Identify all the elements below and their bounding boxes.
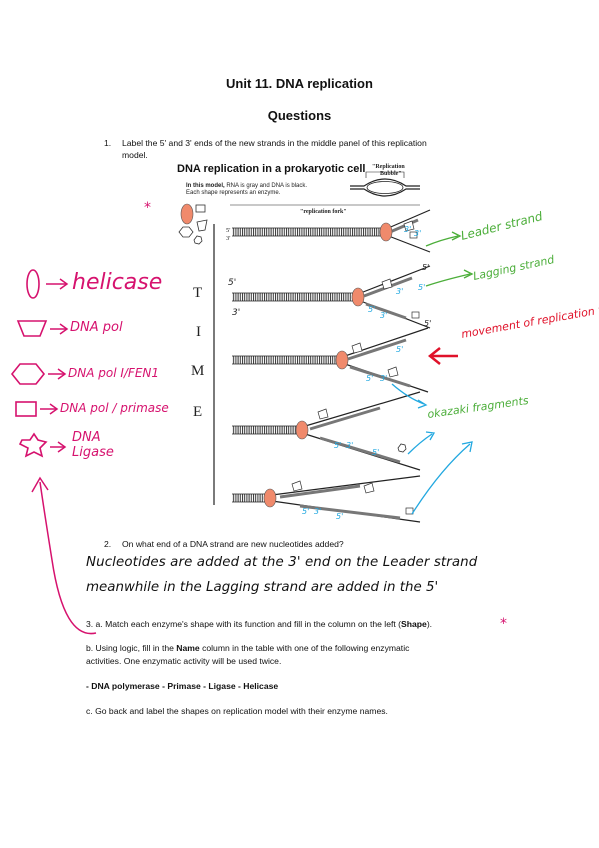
- q3-c: c. Go back and label the shapes on repli…: [86, 706, 388, 716]
- label-p4-b2: 3': [346, 441, 353, 450]
- q2-answer-line2: meanwhile in the Lagging strand are adde…: [86, 580, 439, 595]
- primase-shape-icon: [195, 204, 206, 213]
- label-p1-3: 3': [226, 235, 230, 242]
- legend-label-ligase: DNA Ligase: [72, 430, 114, 460]
- label-p2-r1: 3': [396, 287, 403, 296]
- figure-caption-2: Each shape represents an enzyme.: [186, 190, 281, 196]
- q3-a-suffix: ).: [426, 619, 433, 629]
- label-p2-b2: 3': [380, 311, 387, 320]
- leader-arrow: [425, 235, 459, 247]
- legend-hexagon-icon: [10, 363, 46, 385]
- panel-1: [232, 209, 431, 253]
- label-p2-5: 5': [228, 278, 236, 288]
- time-letter-t: T: [193, 285, 202, 301]
- handwritten-legend: [10, 269, 97, 635]
- q3-a: 3. a. Match each enzyme's shape with its…: [86, 618, 432, 630]
- leader-arrow-head: [451, 231, 462, 241]
- lagging-arrow-head: [463, 269, 474, 279]
- bubble-label-1: "Replication: [372, 164, 405, 170]
- q1-text: Label the 5' and 3' ends of the new stra…: [122, 137, 522, 161]
- lagging-strand-label: Lagging strand: [472, 253, 556, 283]
- helicase-shape-icon: [180, 203, 194, 225]
- q1-text-line2: model.: [122, 150, 148, 160]
- legend-trapezoid-icon: [16, 320, 48, 337]
- end-labels-printed: 5' 3': [226, 227, 230, 242]
- legend-oval-icon: [26, 269, 40, 299]
- unit-title: Unit 11. DNA replication: [226, 76, 373, 91]
- q3-a-bold: Shape: [401, 619, 427, 629]
- label-p2-r3: 5': [424, 319, 431, 328]
- q3-b-prefix: b. Using logic, fill in the: [86, 643, 177, 653]
- label-p2-3: 3': [232, 308, 240, 318]
- pol1-shape-icon: [178, 226, 194, 238]
- label-p1-r2: 3': [414, 229, 421, 238]
- label-p4-b1: 5': [334, 441, 341, 450]
- label-p4-b3: 5': [372, 448, 379, 457]
- okazaki-arrows: [391, 383, 473, 515]
- q3-b-line2: activities. One enzymatic activity will …: [86, 656, 282, 666]
- time-letter-m: M: [191, 363, 204, 379]
- movement-label: movement of replication fork: [460, 300, 599, 341]
- q3-b: b. Using logic, fill in the Name column …: [86, 642, 409, 654]
- pink-link-arrow-head: [31, 476, 49, 493]
- leader-strand-label: Leader strand: [459, 209, 544, 243]
- label-p1-r1: 3': [404, 225, 411, 234]
- label-p3-b1: 5': [366, 374, 373, 383]
- q3-b-suffix: column in the table with one of the foll…: [199, 643, 410, 653]
- label-p1-r3: 5': [422, 263, 429, 272]
- section-title: Questions: [267, 108, 332, 123]
- panel-1-duplex: [232, 228, 382, 236]
- caption-bold: In this model,: [186, 183, 225, 189]
- ligase-shape-icon: [193, 235, 203, 245]
- q2-number: 2.: [104, 539, 112, 549]
- movement-arrow-head: [427, 347, 441, 365]
- end-labels-handwritten: 3' 3' 5' 5' 3' 3' 5' 5' 5' 3' 5' 5' 3' 5…: [228, 225, 431, 521]
- pink-link-arrow: [39, 481, 97, 635]
- okazaki-label: okazaki fragments: [427, 394, 530, 421]
- panel-5: [232, 475, 421, 523]
- q3-b-bold: Name: [176, 643, 200, 653]
- q1-number: 1.: [104, 138, 112, 148]
- label-p5-b1: 5': [302, 507, 309, 516]
- q2-text: On what end of a DNA strand are new nucl…: [122, 539, 344, 549]
- q3-a-prefix: 3. a. Match each enzyme's shape with its…: [86, 619, 402, 629]
- figure-caption-1: In this model, RNA is gray and DNA is bl…: [186, 183, 307, 189]
- replication-bubble-icon: [350, 171, 420, 197]
- legend-label-helicase: helicase: [72, 270, 163, 295]
- movement-annotation: movement of replication fork: [427, 300, 599, 365]
- time-letter-i: I: [196, 324, 201, 340]
- panel-2: [232, 265, 431, 329]
- legend-label-pol1-fen1: DNA pol I/FEN1: [68, 366, 160, 380]
- figure-enzyme-shapes: [178, 203, 208, 245]
- fork-label: "replication fork": [300, 209, 347, 215]
- label-p5-b2: 3': [314, 507, 321, 516]
- q1-text-line1: Label the 5' and 3' ends of the new stra…: [122, 138, 427, 148]
- label-p2-b1: 5': [368, 305, 375, 314]
- figure-title: DNA replication in a prokaryotic cell: [177, 163, 365, 175]
- asterisk-q3: *: [500, 616, 507, 632]
- time-letter-e: E: [193, 404, 202, 420]
- lagging-arrow: [425, 273, 471, 287]
- label-p5-b3: 5': [336, 512, 343, 521]
- legend-star-icon: [18, 432, 48, 458]
- label-p3-r1: 5': [396, 345, 403, 354]
- panel-3: [232, 327, 429, 393]
- legend-rectangle-icon: [15, 401, 37, 417]
- label-p2-r2: 5': [418, 283, 425, 292]
- label-p3-b2: 3': [380, 374, 387, 383]
- caption-rest: RNA is gray and DNA is black.: [225, 183, 308, 189]
- bubble-label-2: Bubble": [380, 171, 402, 177]
- panel-4: [232, 391, 421, 471]
- legend-label-primase: DNA pol / primase: [60, 401, 169, 415]
- q3-enzyme-list: - DNA polymerase - Primase - Ligase - He…: [86, 681, 279, 691]
- q2-answer-line1: Nucleotides are added at the 3' end on t…: [86, 555, 478, 570]
- polymerase-shape-icon: [196, 219, 208, 232]
- asterisk-figure: *: [144, 200, 151, 216]
- legend-label-dna-pol: DNA pol: [70, 320, 123, 335]
- label-p1-5: 5': [226, 227, 230, 234]
